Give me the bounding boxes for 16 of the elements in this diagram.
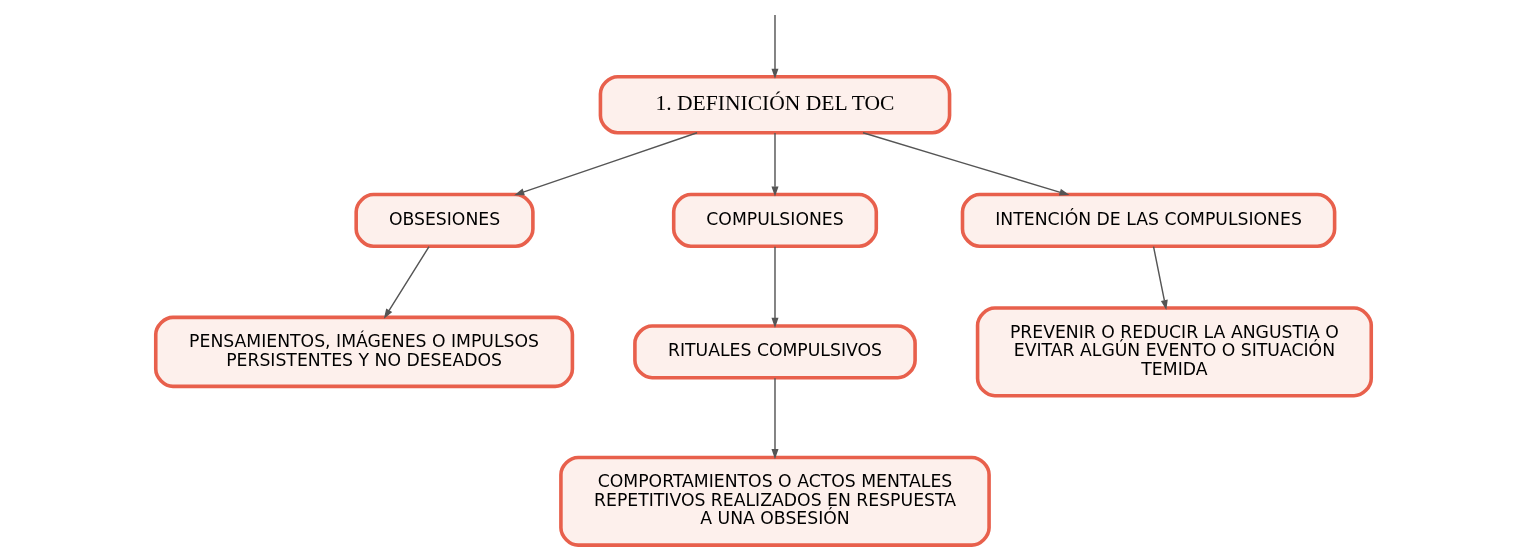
arrow [771,245,779,328]
node-box: OBSESIONES [354,192,535,249]
node-box: COMPORTAMIENTOS O ACTOS MENTALES REPETITIVOS REALIZADOS EN RESPUESTA A UNA OBSESIÓN [559,455,991,547]
node-box: COMPULSIONES [671,192,879,249]
arrow [771,377,779,460]
node-box: RITUALES COMPULSIVOS [633,324,917,380]
arrow [1152,245,1168,311]
arrow [383,245,430,319]
arrow [514,132,698,196]
arrow [771,132,779,197]
arrow [771,14,779,79]
node-box: 1. DEFINICIÓN DEL TOC [598,74,952,135]
node-box: INTENCIÓN DE LAS COMPULSIONES [960,192,1337,249]
arrow [862,132,1070,196]
node-box: PENSAMIENTOS, IMÁGENES O IMPULSOS PERSISTENTES Y NO DESEADOS [153,315,575,389]
node-box: PREVENIR O REDUCIR LA ANGUSTIA O EVITAR ALGÚN EVENTO O SITUACIÓN TEMIDA [975,306,1374,398]
